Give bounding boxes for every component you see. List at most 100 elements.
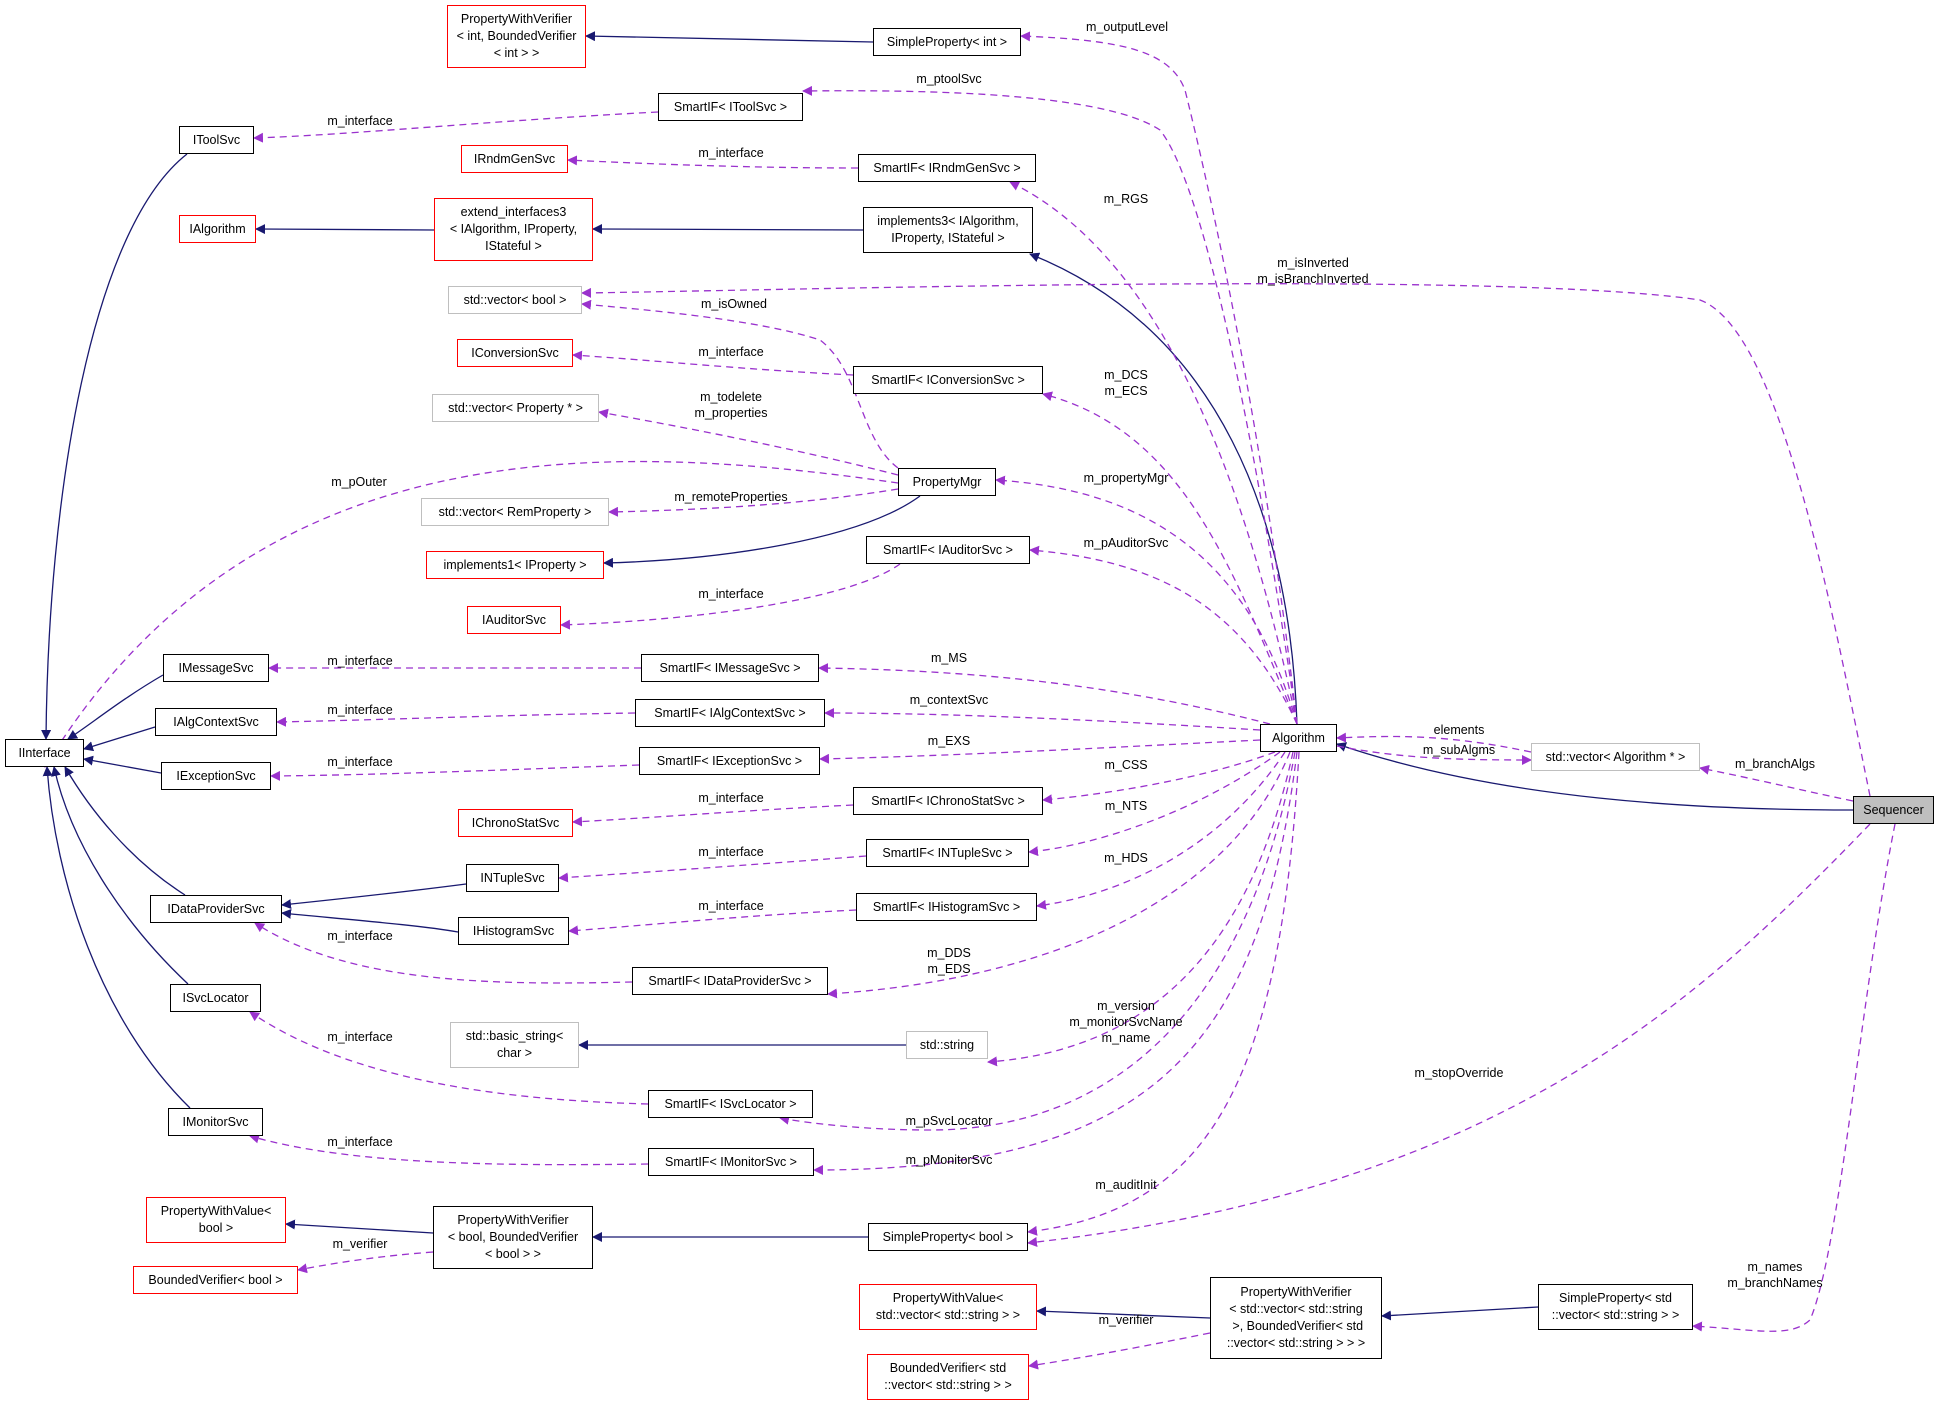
edge-label-m-nts: m_NTS [1104,799,1148,813]
node-smartif-isvclocator[interactable]: SmartIF< ISvcLocator > [648,1090,813,1118]
edge-label-m-branchalgs: m_branchAlgs [1735,757,1815,771]
node-implements1[interactable]: implements1< IProperty > [426,551,604,579]
edge-group [41,31,1896,1370]
node-smartif-iconversionsvc[interactable]: SmartIF< IConversionSvc > [853,366,1043,394]
edge-use-outputlevel [1020,31,1298,725]
edge-label-m-psvclocator: m_pSvcLocator [905,1114,993,1128]
edge-use-irndm [567,155,859,169]
edge-label-m-verifier-bool: m_verifier [332,1237,388,1251]
node-smartif-intuplesvc[interactable]: SmartIF< INTupleSvc > [866,839,1029,867]
node-std-vector-algorithm[interactable]: std::vector< Algorithm * > [1531,743,1700,771]
edge-label-m-contextsvc: m_contextSvc [909,693,989,707]
edge-use-pauditorsvc [1029,545,1298,725]
node-algorithm[interactable]: Algorithm [1260,724,1337,752]
edge-label-m-interface-itoolsvc: m_interface [327,114,393,128]
edge-use-ichrono [572,804,854,827]
edge-label-m-remoteproperties: m_remoteProperties [674,490,788,504]
node-smartif-irndmgensvc[interactable]: SmartIF< IRndmGenSvc > [858,154,1036,182]
node-propertywithverifier-vecstr[interactable]: PropertyWithVerifier < std::vector< std:… [1210,1277,1382,1359]
node-smartif-itoolsvc[interactable]: SmartIF< IToolSvc > [658,93,803,121]
node-irndmgensvc[interactable]: IRndmGenSvc [461,145,568,173]
edge-inherit-itoolsvc-iinterface [41,153,188,740]
edge-inherit-propmgr-impl1 [603,495,921,568]
edge-use-names [1692,823,1896,1332]
node-isvclocator[interactable]: ISvcLocator [170,984,261,1012]
edge-label-m-names: m_names m_branchNames [1727,1260,1823,1290]
edge-use-iconv [572,350,854,376]
edge-label-m-interface-iconversionsvc: m_interface [698,345,764,359]
node-iinterface[interactable]: IInterface [5,739,84,767]
node-boundedverifier-vecstr[interactable]: BoundedVerifier< std ::vector< std::stri… [867,1354,1029,1400]
edge-use-isvc [249,1011,649,1105]
node-ialgorithm[interactable]: IAlgorithm [179,215,256,243]
edge-inherit-algorithm-impl3 [1029,252,1298,725]
node-iexceptionsvc[interactable]: IExceptionSvc [161,762,271,790]
node-smartif-ichronostatsvc[interactable]: SmartIF< IChronoStatSvc > [853,787,1043,815]
edge-label-m-interface-irndmgensvc: m_interface [698,146,764,160]
node-smartif-ihistogramsvc[interactable]: SmartIF< IHistogramSvc > [856,893,1037,921]
node-smartif-imonitorsvc[interactable]: SmartIF< IMonitorSvc > [648,1148,814,1176]
node-smartif-imessagesvc[interactable]: SmartIF< IMessageSvc > [641,654,819,682]
edge-label-m-interface-ichronostatsvc: m_interface [698,791,764,805]
edge-label-m-interface-idataprovidersvc: m_interface [327,929,393,943]
edge-inherit-impl3-extend [592,224,864,235]
node-imonitorsvc[interactable]: IMonitorSvc [168,1108,263,1136]
node-imessagesvc[interactable]: IMessageSvc [163,654,269,682]
node-propertywithverifier-bool[interactable]: PropertyWithVerifier < bool, BoundedVeri… [433,1206,593,1269]
node-simpleproperty-bool[interactable]: SimpleProperty< bool > [868,1223,1028,1251]
edge-label-elements: elements [1433,723,1485,737]
node-std-vector-bool[interactable]: std::vector< bool > [448,286,582,314]
node-propertywithvalue-vecstr[interactable]: PropertyWithValue< std::vector< std::str… [859,1284,1037,1330]
node-implements3[interactable]: implements3< IAlgorithm, IProperty, ISta… [863,207,1033,253]
edge-use-idp [254,922,633,984]
edge-label-m-css: m_CSS [1104,758,1148,772]
node-std-string[interactable]: std::string [906,1031,988,1059]
edge-label-m-stopoverride: m_stopOverride [1414,1066,1504,1080]
edge-inherit-pwvvec-pwvalue [1036,1306,1211,1319]
edge-inherit-sp-int [585,31,874,43]
node-sequencer[interactable]: Sequencer [1853,796,1934,824]
edge-use-version [987,751,1294,1067]
node-std-basic-string[interactable]: std::basic_string< char > [450,1022,579,1068]
edge-use-auditinit [1027,751,1300,1236]
node-ichronostatsvc[interactable]: IChronoStatSvc [458,809,573,837]
edge-label-m-ms: m_MS [930,651,968,665]
edge-label-m-dcs: m_DCS m_ECS [1104,368,1148,398]
node-propertymgr[interactable]: PropertyMgr [898,468,996,496]
edge-use-imon [249,1133,649,1166]
node-smartif-iauditorsvc[interactable]: SmartIF< IAuditorSvc > [866,536,1030,564]
edge-label-m-dds: m_DDS m_EDS [927,946,971,976]
node-intuplesvc[interactable]: INTupleSvc [466,864,559,892]
node-extend-interfaces3[interactable]: extend_interfaces3 < IAlgorithm, IProper… [434,198,593,261]
edge-use-dcs [1042,391,1298,725]
edge-use-exs [819,739,1261,764]
node-simpleproperty-vecstr[interactable]: SimpleProperty< std ::vector< std::strin… [1538,1284,1693,1330]
node-boundedverifier-bool[interactable]: BoundedVerifier< bool > [133,1266,298,1294]
node-smartif-ialgcontextsvc[interactable]: SmartIF< IAlgContextSvc > [635,699,825,727]
edge-use-ptoolsvc [802,85,1298,725]
node-std-vector-property[interactable]: std::vector< Property * > [432,394,599,422]
node-iconversionsvc[interactable]: IConversionSvc [457,339,573,367]
node-itoolsvc[interactable]: IToolSvc [179,126,254,154]
node-idataprovidersvc[interactable]: IDataProviderSvc [150,895,282,923]
node-smartif-iexceptionsvc[interactable]: SmartIF< IExceptionSvc > [639,747,820,775]
edge-label-m-interface-isvclocator: m_interface [327,1030,393,1044]
node-ihistogramsvc[interactable]: IHistogramSvc [458,917,569,945]
edge-use-propertymgr [995,475,1298,725]
node-iauditorsvc[interactable]: IAuditorSvc [467,606,561,634]
node-std-vector-remproperty[interactable]: std::vector< RemProperty > [421,498,609,526]
edge-use-isowned [581,299,899,469]
node-propertywithvalue-bool[interactable]: PropertyWithValue< bool > [146,1197,286,1243]
node-smartif-idataprovidersvc[interactable]: SmartIF< IDataProviderSvc > [632,967,828,995]
edge-inherit-imsg-iinterface [67,674,164,740]
edge-label-m-subalgms: m_subAlgms [1422,743,1496,757]
edge-label-m-rgs: m_RGS [1103,192,1149,206]
edge-inherit-ihist-idp [281,908,459,933]
edge-use-ihist [568,909,857,936]
edge-inherit-imon-iinterface [42,766,191,1109]
edge-label-m-hds: m_HDS [1104,851,1148,865]
node-ialgcontextsvc[interactable]: IAlgContextSvc [155,708,277,736]
node-propertywithverifier-int[interactable]: PropertyWithVerifier < int, BoundedVerif… [447,5,586,68]
node-simpleproperty-int[interactable]: SimpleProperty< int > [873,28,1021,56]
